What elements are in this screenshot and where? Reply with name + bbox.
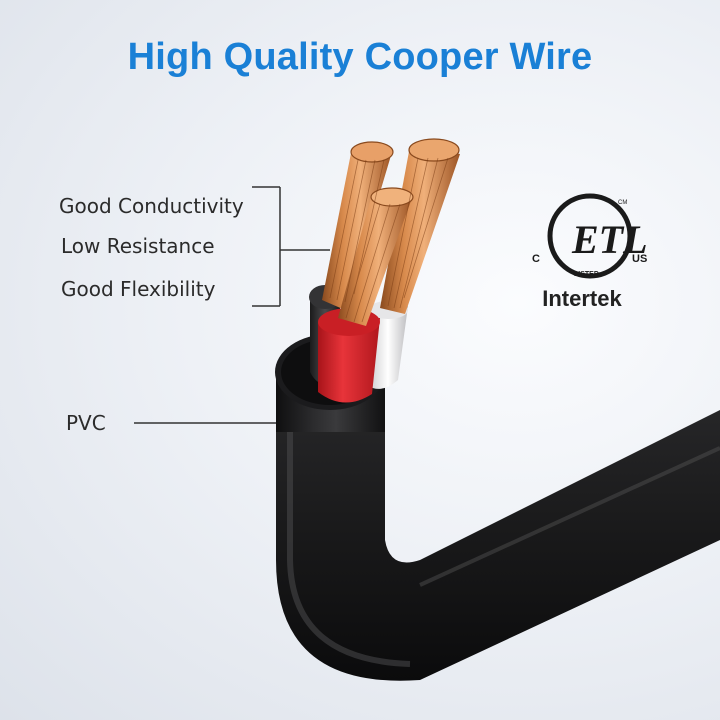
etl-mark-text: ETL [571, 217, 648, 262]
copper-conductors [322, 138, 460, 326]
feature-conductivity: Good Conductivity [59, 194, 244, 218]
feature-bracket [252, 186, 330, 307]
intertek-brand: Intertek [542, 286, 622, 311]
feature-flexibility: Good Flexibility [61, 277, 216, 301]
etl-right-letters: US [632, 253, 647, 265]
page-title: High Quality Cooper Wire [127, 36, 593, 78]
pvc-label: PVC [66, 411, 106, 435]
etl-small-mark: CM [618, 200, 627, 206]
etl-listed-text: LISTED [574, 271, 599, 278]
etl-left-letter: C [532, 253, 540, 265]
etl-listed-logo: ETL C US LISTED CM [532, 193, 648, 279]
feature-resistance: Low Resistance [61, 234, 215, 258]
